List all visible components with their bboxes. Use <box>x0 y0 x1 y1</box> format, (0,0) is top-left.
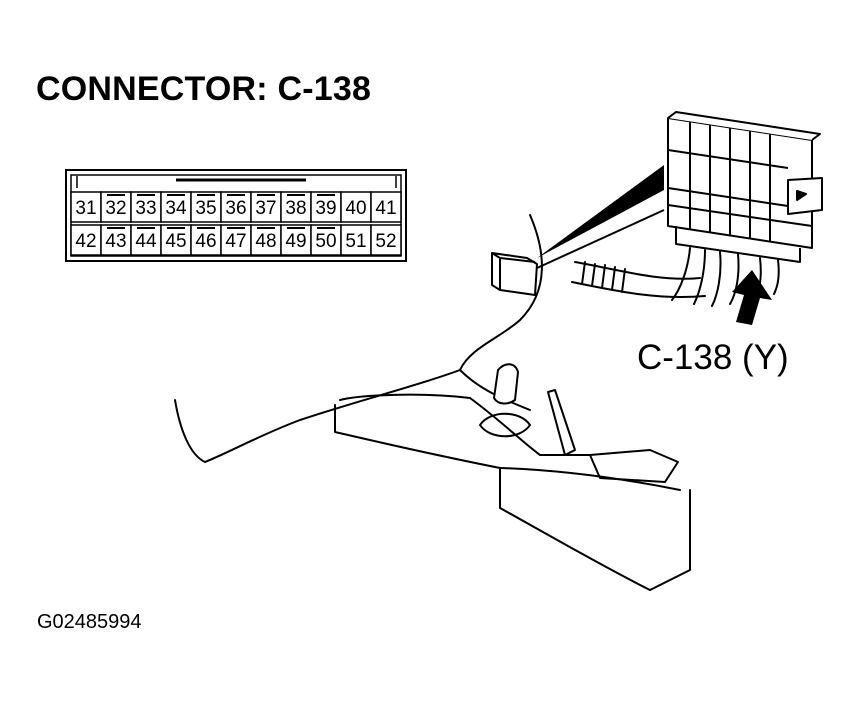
pin-number-32: 32 <box>105 198 126 219</box>
pin-number-48: 48 <box>255 231 276 252</box>
enlarged-connector <box>667 111 823 263</box>
connector-location-box <box>491 252 538 296</box>
wire-harness <box>571 247 780 307</box>
leader-wedge <box>536 165 665 269</box>
figure-id: G02485994 <box>37 611 142 633</box>
pin-cell <box>220 224 252 256</box>
pin-number-31: 31 <box>75 198 96 219</box>
pin-number-47: 47 <box>225 231 246 252</box>
center-console <box>334 363 691 591</box>
pin-number-37: 37 <box>255 198 276 219</box>
pin-cell-grid: 31 32 33 34 35 36 37 38 39 40 41 42 43 44 45 46 47 48 49 50… <box>70 191 402 256</box>
pin-number-49: 49 <box>285 231 306 252</box>
pin-number-46: 46 <box>195 231 216 252</box>
pin-number-34: 34 <box>165 198 187 219</box>
pin-cell <box>370 224 402 256</box>
pin-cell <box>160 191 192 223</box>
pin-number-44: 44 <box>135 231 157 252</box>
pin-cell <box>220 191 252 223</box>
connector-title: CONNECTOR: C-138 <box>36 70 372 108</box>
pin-cell <box>370 191 402 223</box>
connector-outer-frame <box>65 169 407 262</box>
pin-cell <box>70 224 102 256</box>
pin-number-45: 45 <box>165 231 186 252</box>
pin-cell <box>310 191 342 223</box>
connector-callout-label: C-138 (Y) <box>637 338 789 377</box>
pin-number-42: 42 <box>75 231 96 252</box>
pin-cell <box>310 224 342 256</box>
pin-number-36: 36 <box>225 198 246 219</box>
pin-number-35: 35 <box>195 198 216 219</box>
pin-cell <box>340 191 372 223</box>
pin-cell <box>340 224 372 256</box>
pin-number-51: 51 <box>345 231 366 252</box>
pin-cell <box>70 191 102 223</box>
pin-number-43: 43 <box>105 231 126 252</box>
pin-number-52: 52 <box>375 231 396 252</box>
pin-cell <box>250 191 282 223</box>
pin-cell <box>250 224 282 256</box>
dashboard-outline <box>174 214 543 463</box>
connector-face-diagram: 31 32 33 34 35 36 37 38 39 40 41 42 43 44 45 46 47 48 49 50… <box>65 169 407 262</box>
pin-cell <box>280 224 312 256</box>
callout-arrow <box>732 270 772 325</box>
pin-cell <box>190 224 222 256</box>
pin-number-39: 39 <box>315 198 336 219</box>
pin-number-50: 50 <box>315 231 336 252</box>
pin-number-41: 41 <box>375 198 396 219</box>
pin-number-33: 33 <box>135 198 156 219</box>
pin-number-40: 40 <box>345 198 366 219</box>
pin-number-38: 38 <box>285 198 306 219</box>
